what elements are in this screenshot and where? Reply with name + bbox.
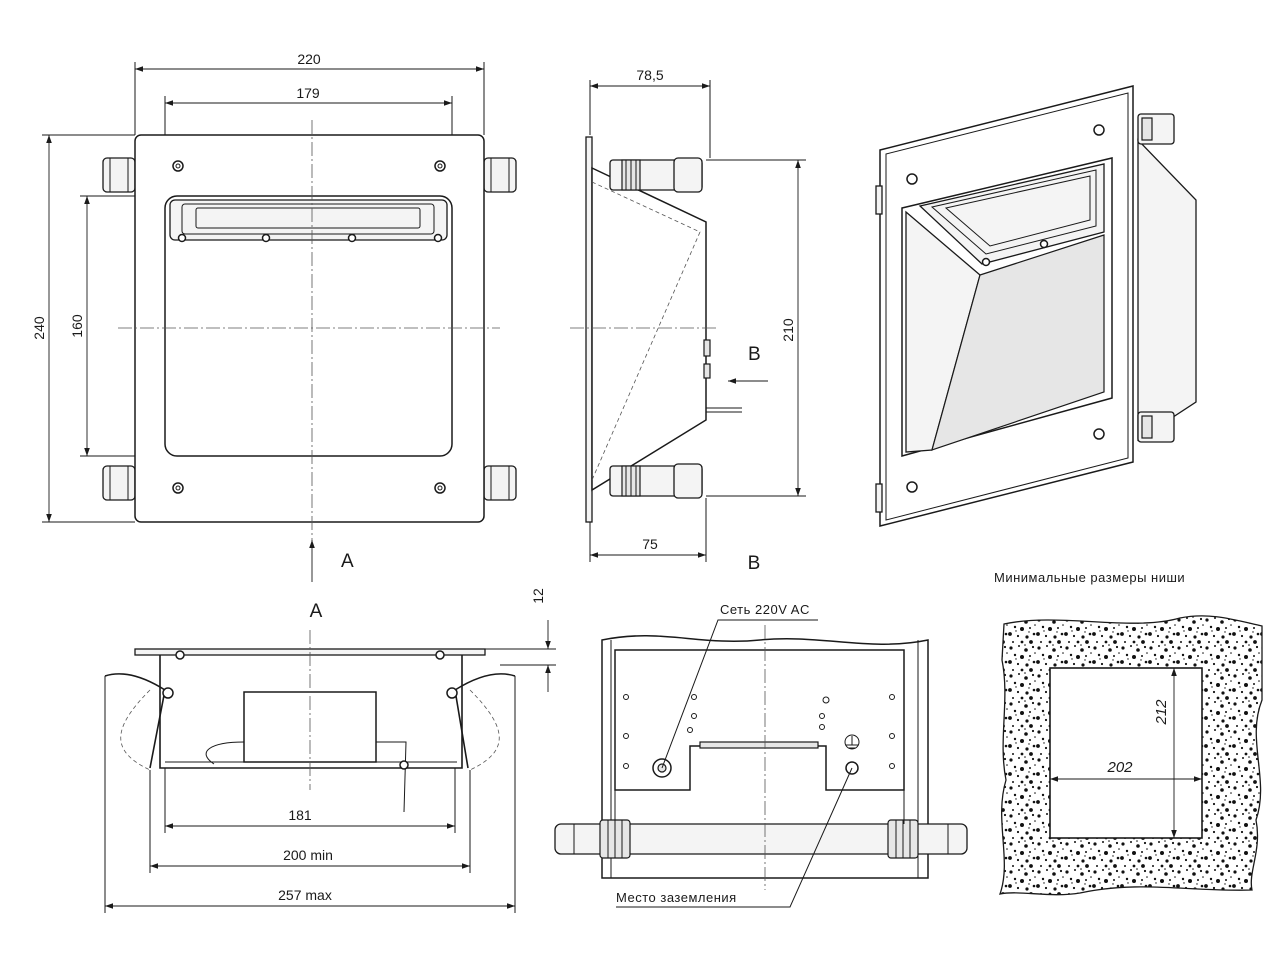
side-clamps: [609, 157, 703, 499]
view-b-holes: [623, 694, 895, 769]
view-arrow-a-label: A: [341, 551, 354, 572]
view-b: B: [554, 553, 968, 908]
niche-view: Минимальные размеры ниши 202 212: [994, 570, 1263, 896]
view-b-bar: [554, 823, 968, 855]
view-a-title: A: [310, 601, 323, 622]
niche-title: Минимальные размеры ниши: [994, 570, 1185, 585]
leader-power: [661, 619, 818, 769]
view-a: A 12 181 200 min: [104, 588, 556, 913]
view-b-title: B: [748, 553, 761, 574]
lamp-window: [169, 199, 448, 241]
side-body: [591, 166, 707, 492]
dim-label-200: 200 min: [283, 847, 333, 863]
niche-dim-height: 212: [1153, 699, 1170, 726]
side-flange: [585, 136, 593, 523]
niche-opening: [1049, 667, 1203, 839]
dim-label-179: 179: [296, 85, 320, 101]
dim-label-210: 210: [780, 318, 796, 342]
niche-dim-width: 202: [1106, 759, 1133, 776]
front-screws: [172, 160, 446, 494]
dim-label-160: 160: [69, 314, 85, 338]
dim-label-220: 220: [297, 51, 321, 67]
front-view: 220 179 240 160: [31, 51, 517, 582]
dim-label-181: 181: [288, 807, 312, 823]
front-clamps: [102, 157, 517, 501]
view-arrow-b-label: B: [748, 344, 761, 365]
side-view: 78,5 75 210 B: [570, 67, 806, 562]
isometric-view: [875, 85, 1197, 527]
dim-label-12: 12: [530, 588, 546, 604]
dim-label-257: 257 max: [278, 887, 332, 903]
leader-ground: [616, 767, 853, 908]
dim-label-75: 75: [642, 536, 658, 552]
front-opening: [164, 195, 453, 457]
dim-label-78-5: 78,5: [636, 67, 663, 83]
label-power: Сеть 220V AC: [720, 602, 810, 617]
label-ground: Место заземления: [616, 890, 737, 905]
dim-label-240: 240: [31, 316, 47, 340]
